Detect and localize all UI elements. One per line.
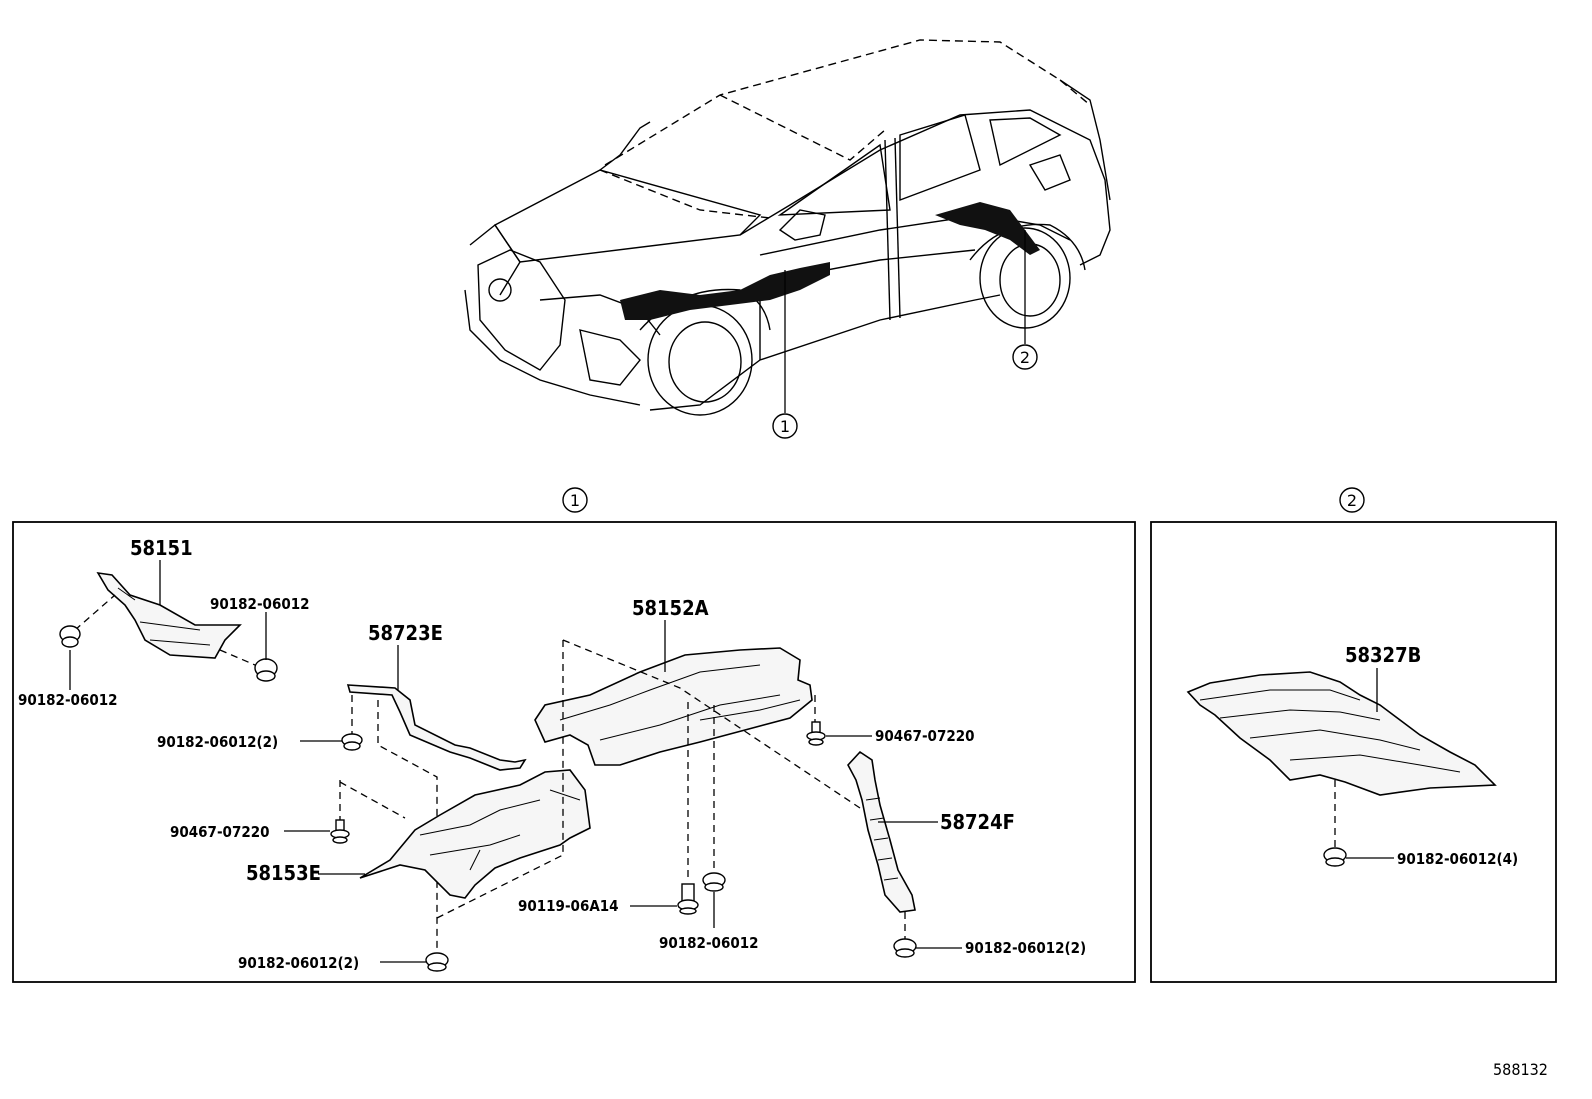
section-1-marker [562,487,588,513]
clip-icon [1323,847,1347,867]
fastener-label-90119-06A14: 90119-06A14 [518,897,619,915]
clip-icon [59,625,81,648]
clip-icon [254,658,278,682]
part-58724F-label: 58724F [940,810,1015,834]
section-2-frame [1150,521,1557,983]
part-58151-label: 58151 [130,536,193,560]
bolt-icon [330,819,350,844]
fastener-label-90182-06012-2: 90182-06012(2) [157,733,278,751]
part-58327B-label: 58327B [1345,643,1421,667]
bolt-icon [806,721,826,746]
section-2-marker [1339,487,1365,513]
callout-1-marker [772,413,798,439]
clip-icon [702,872,726,892]
fastener-label-90182-06012-2: 90182-06012(2) [965,939,1086,957]
part-58152A-shape [534,647,813,766]
fastener-label-90182-06012-4: 90182-06012(4) [1397,850,1518,868]
part-58151-shape [96,571,242,659]
section-2-label: 2 [1347,491,1357,510]
fastener-label-90182-06012: 90182-06012 [210,595,310,613]
section-1-label: 1 [570,491,580,510]
clip-icon [893,938,917,958]
fastener-dash-line [74,594,116,631]
part-58153E-shape [359,769,591,899]
callout-2-label: 2 [1020,348,1030,367]
fastener-label-90182-06012-2: 90182-06012(2) [238,954,359,972]
clip-icon [425,952,449,972]
fastener-label-90182-06012: 90182-06012 [18,691,118,709]
part-58724F-shape [847,750,916,913]
alignment-dash-line [339,781,406,819]
part-58327B-shape [1186,671,1497,796]
part-58153E-label: 58153E [246,861,321,885]
part-58152A-label: 58152A [632,596,709,620]
part-58723E-label: 58723E [368,621,443,645]
diagram-id: 588132 [1493,1060,1548,1079]
fastener-label-90467-07220: 90467-07220 [170,823,270,841]
part-58723E-shape [346,684,527,771]
vehicle-illustration [464,39,1111,416]
section-1-frame [12,521,1136,983]
callout-2-marker [1012,344,1038,370]
alignment-dash-line [562,639,861,809]
fastener-label-90182-06012: 90182-06012 [659,934,759,952]
bolt-icon [677,883,699,915]
fastener-label-90467-07220: 90467-07220 [875,727,975,745]
callout-1-label: 1 [780,417,790,436]
clip-icon [341,733,363,751]
